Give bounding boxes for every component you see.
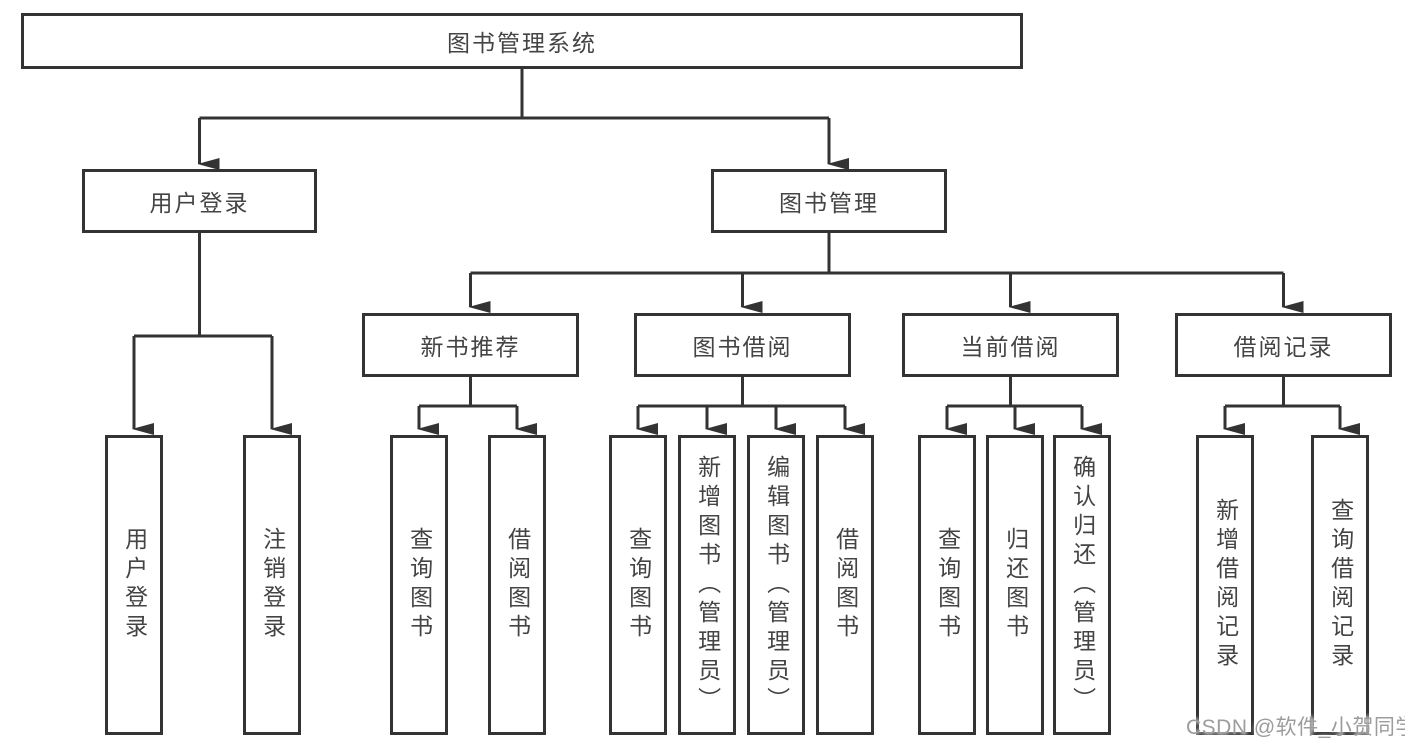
leaf-br-add-record-label: 新增借阅记录 [1212, 498, 1239, 672]
leaf-cb-query-book: 查询图书 [918, 435, 976, 735]
leaf-bb-add-book-admin: 新增图书（管理员） [678, 435, 736, 735]
node-user-login-label: 用户登录 [149, 190, 250, 216]
leaf-bb-borrow-book: 借阅图书 [816, 435, 874, 735]
leaf-br-query-record-label: 查询借阅记录 [1327, 498, 1354, 672]
leaf-nbr-query-book-label: 查询图书 [406, 527, 433, 643]
node-current-borrow-label: 当前借阅 [960, 334, 1061, 360]
leaf-user-login-label: 用户登录 [121, 527, 148, 643]
watermark-text: CSDN @软件_小贺同学 [1186, 716, 1405, 739]
leaf-cb-confirm-return-admin: 确认归还（管理员） [1053, 435, 1111, 735]
node-book-management-label: 图书管理 [779, 190, 879, 216]
leaf-nbr-borrow-book-label: 借阅图书 [504, 527, 531, 643]
leaf-bb-add-book-admin-label: 新增图书（管理员） [694, 454, 721, 716]
node-root-label: 图书管理系统 [447, 30, 597, 56]
leaf-bb-query-book: 查询图书 [609, 435, 667, 735]
leaf-cb-return-book: 归还图书 [986, 435, 1044, 735]
node-root: 图书管理系统 [21, 13, 1023, 69]
leaf-br-query-record: 查询借阅记录 [1311, 435, 1369, 735]
leaf-user-login: 用户登录 [105, 435, 163, 735]
node-borrow-record: 借阅记录 [1175, 313, 1392, 377]
leaf-logout-label: 注销登录 [259, 527, 286, 643]
leaf-cb-confirm-return-admin-label: 确认归还（管理员） [1069, 454, 1096, 716]
leaf-bb-borrow-book-label: 借阅图书 [832, 527, 859, 643]
node-current-borrow: 当前借阅 [902, 313, 1119, 377]
node-book-management: 图书管理 [711, 169, 947, 233]
node-book-borrow: 图书借阅 [634, 313, 851, 377]
node-book-borrow-label: 图书借阅 [692, 334, 793, 360]
node-new-book-recommend: 新书推荐 [362, 313, 579, 377]
leaf-bb-query-book-label: 查询图书 [625, 527, 652, 643]
leaf-bb-edit-book-admin-label: 编辑图书（管理员） [763, 454, 790, 716]
leaf-nbr-borrow-book: 借阅图书 [488, 435, 546, 735]
leaf-logout: 注销登录 [243, 435, 301, 735]
leaf-nbr-query-book: 查询图书 [390, 435, 448, 735]
node-borrow-record-label: 借阅记录 [1233, 334, 1334, 360]
node-new-book-recommend-label: 新书推荐 [420, 334, 521, 360]
node-user-login: 用户登录 [82, 169, 317, 233]
leaf-cb-query-book-label: 查询图书 [934, 527, 961, 643]
leaf-cb-return-book-label: 归还图书 [1002, 527, 1029, 643]
leaf-bb-edit-book-admin: 编辑图书（管理员） [747, 435, 805, 735]
leaf-br-add-record: 新增借阅记录 [1196, 435, 1254, 735]
